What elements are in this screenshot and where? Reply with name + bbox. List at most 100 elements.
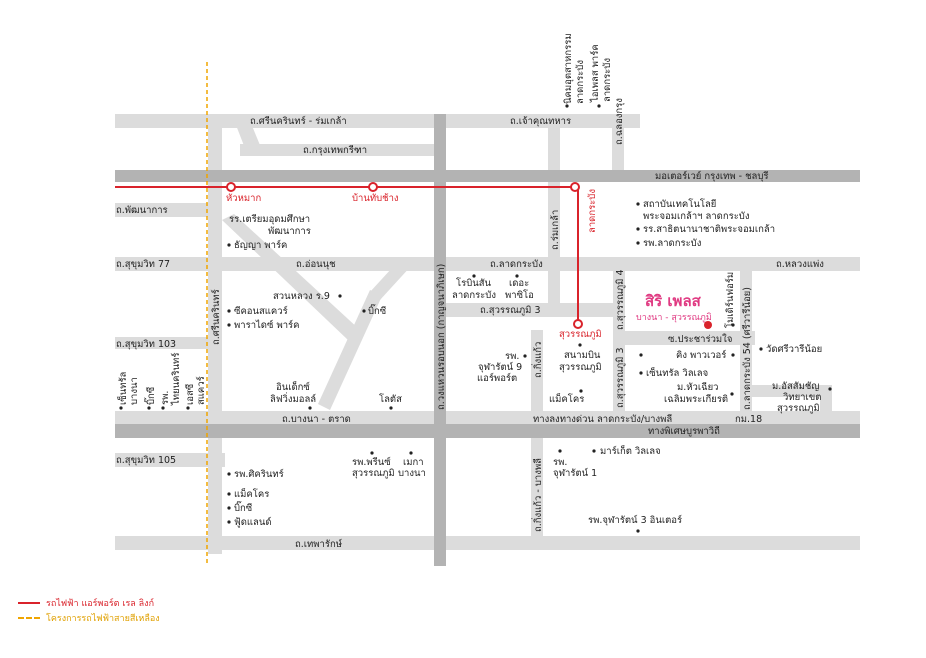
place-suan-luang: สวนหลวง ร.9	[273, 291, 330, 302]
place-central-bangna: เซ็นทรัล	[116, 371, 129, 405]
place-dot	[227, 506, 231, 510]
road-diagonal-2	[318, 290, 382, 410]
place-market-village: มาร์เก็ต วิลเลจ	[600, 444, 661, 457]
place-triam-udom: รร.เตรียมอุดมศึกษา	[229, 213, 310, 225]
project-subtitle: บางนา - สุวรรณภูมิ	[636, 312, 712, 323]
expressway-band	[115, 424, 860, 438]
road-label: ถ.ลาดกระบัง 54 (ศรีวารีน้อย)	[741, 287, 753, 410]
place-ladkrabang-industrial-2: ลาดกระบัง	[575, 60, 586, 104]
place-makro-kingkaeo: แม็คโคร	[549, 392, 584, 405]
road-bangna-trat	[115, 411, 860, 425]
station-label-hua-mak: หัวหมาก	[226, 193, 261, 204]
station-label-suvarnabhumi: สุวรรณภูมิ	[559, 329, 602, 340]
place-robinson-2: ลาดกระบัง	[452, 290, 496, 301]
place-dot	[828, 387, 832, 391]
place-dot	[639, 371, 643, 375]
place-dot	[409, 451, 413, 455]
place-mega-bangna: เมกา	[403, 457, 424, 468]
place-ac-square: เอสซี	[184, 383, 196, 405]
legend-rail-link: รถไฟฟ้า แอร์พอร์ต เรล ลิงก์	[18, 596, 154, 610]
road-label: ถ.บางนา - ตราด	[282, 414, 351, 425]
place-thanya-park: ธัญญา พาร์ค	[234, 239, 287, 251]
place-dot	[515, 274, 519, 278]
legend-rail-link-swatch	[18, 602, 40, 604]
place-dot	[472, 274, 476, 278]
road-suvarnabhumi4-v	[613, 257, 625, 422]
place-wat-sriwari: วัดศรีวารีน้อย	[766, 343, 822, 355]
road-network	[115, 114, 860, 554]
road-label: กม.18	[735, 414, 762, 425]
place-dot	[578, 343, 582, 347]
legend-yellow-line-label: โครงการรถไฟฟ้าสายสีเหลือง	[46, 614, 160, 624]
place-robinson: โรบินสัน	[456, 277, 492, 289]
place-foodland: ฟู้ดแลนด์	[234, 516, 272, 528]
place-mega-bangna-index: อินเด็กซ์	[276, 380, 311, 393]
place-central-village: เซ็นทรัล วิลเลจ	[646, 366, 708, 379]
road-diagonal-1	[222, 214, 360, 340]
place-dot	[565, 104, 569, 108]
road-prachar-ruam-jai	[625, 331, 755, 345]
place-huachiew: ม.หัวเฉียว	[677, 381, 719, 393]
road-label: ถ.พัฒนาการ	[116, 205, 168, 216]
road-label: ถ.สุขุมวิท 77	[116, 259, 170, 270]
road-thepharak	[115, 536, 860, 550]
place-ipark-2: ลาดกระบัง	[602, 58, 613, 102]
station-label-lat-krabang: ลาดกระบัง	[587, 189, 598, 233]
place-ac-square-2: สแควร์	[195, 376, 207, 405]
road-label: ถ.เทพารักษ์	[295, 538, 342, 550]
road-label: ถ.สุขุมวิท 105	[116, 455, 176, 466]
road-diagonal-3	[370, 257, 412, 300]
places: นิคมอุตสาหกรรม ลาดกระบัง ไอเพลส พาร์ค ลา…	[116, 33, 832, 533]
place-assumption-2: วิทยาเขต	[782, 392, 821, 403]
road-romklao-v	[548, 114, 560, 314]
place-dot	[227, 472, 231, 476]
road-label: ถ.ศรีนครินทร์ - ร่มเกล้า	[250, 115, 347, 127]
place-dot	[523, 354, 527, 358]
place-dot	[227, 243, 231, 247]
place-airport: สนามบิน	[564, 350, 601, 361]
place-dot	[731, 353, 735, 357]
road-label: ถ.กรุงเทพกรีฑา	[303, 144, 367, 156]
place-bigc-srinakarin: บิ๊กซี	[368, 303, 387, 317]
place-ladkrabang-industrial: นิคมอุตสาหกรรม	[563, 33, 574, 104]
place-chularat9-2: จุฬารัตน์ 9	[478, 361, 522, 373]
road-label: ซ.ประชาร่วมใจ	[668, 333, 732, 345]
road-label: ถ.สุวรรณภูมิ 4	[615, 269, 626, 330]
place-dot	[389, 406, 393, 410]
place-dot	[731, 323, 735, 327]
place-dot	[362, 309, 366, 313]
station-label-ban-thap-chang: บ้านทับช้าง	[352, 193, 399, 204]
place-makro-srinakarin: แม็คโคร	[234, 487, 269, 500]
place-mega-bangna-index-2: ลิฟวิ่งมอลล์	[270, 392, 316, 405]
place-dot	[186, 406, 190, 410]
road-sukhumvit-103	[115, 337, 215, 349]
place-dot	[558, 449, 562, 453]
ring-road-band	[434, 114, 446, 566]
station-hua-mak-marker	[226, 182, 236, 192]
road-chalong-krung	[612, 114, 624, 174]
road-label: ถ.หลวงแพ่ง	[776, 259, 824, 270]
place-kmitl: สถาบันเทคโนโลยี	[643, 198, 716, 210]
road-label: ทางพิเศษบูรพาวิถี	[648, 425, 720, 437]
road-label: ถ.กิ่งแก้ว - บางพลี	[531, 458, 544, 532]
place-dot	[119, 406, 123, 410]
place-dot	[636, 227, 640, 231]
road-label: ถ.สุวรรณภูมิ 3	[615, 347, 626, 408]
road-diagonal-4	[234, 116, 262, 156]
road-sri-wari-connector	[752, 385, 832, 397]
place-central-bangna-2: บางนา	[129, 377, 140, 405]
place-bigc-bangna: บิ๊กซี	[143, 386, 157, 405]
place-dot	[370, 451, 374, 455]
place-chularat1-2: จุฬารัตน์ 1	[553, 467, 597, 479]
place-thai-nakarin-2: ไทยนครินทร์	[170, 353, 182, 406]
place-bigc-srinakarin-2: บิ๊กซี	[234, 500, 253, 514]
place-dot	[338, 294, 342, 298]
road-sukhumvit-105	[115, 453, 225, 467]
road-label: ถ.อ่อนนุช	[296, 259, 336, 270]
place-king-power: คิง พาวเวอร์	[676, 349, 726, 361]
road-label: มอเตอร์เวย์ กรุงเทพ - ชลบุรี	[655, 170, 769, 182]
place-chularat9: รพ.	[505, 351, 519, 362]
place-dot	[636, 529, 640, 533]
place-dot	[161, 406, 165, 410]
place-airport-2: สุวรรณภูมิ	[559, 362, 602, 373]
